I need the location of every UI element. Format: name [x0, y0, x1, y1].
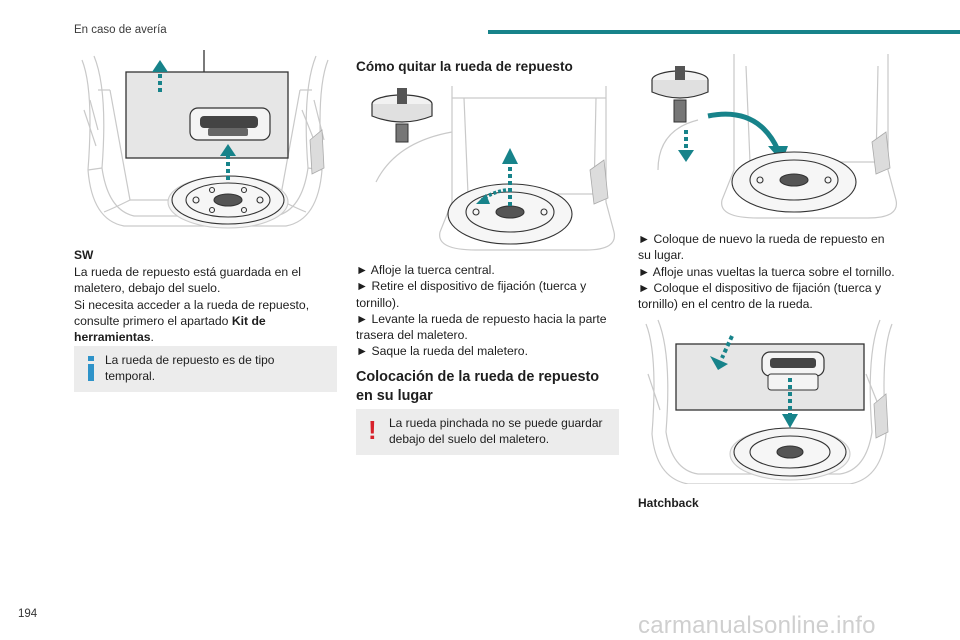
warning-exclamation-icon: !: [368, 415, 377, 445]
down-arrow-icon: [678, 130, 694, 162]
warning-note: ! La rueda pinchada no se puede guardar …: [356, 409, 619, 455]
remove-step-4: ► Saque la rueda del maletero.: [356, 344, 528, 359]
place-steps: ► Coloque de nuevo la rueda de repuesto …: [638, 231, 900, 312]
left-paragraph-2: Si necesita acceder a la rueda de repues…: [74, 297, 310, 345]
hatchback-trunk-illustration: [645, 319, 893, 484]
remove-step-1: ► Afloje la tuerca central.: [356, 263, 495, 277]
place-spare-wheel-illustration: [651, 54, 898, 219]
remove-spare-wheel-illustration: [371, 86, 616, 251]
sw-trunk-illustration: [81, 50, 329, 229]
info-note-text: La rueda de repuesto es de tipo temporal…: [105, 353, 275, 383]
up-arrow-icon: [220, 144, 236, 180]
down-arrow-icon: [782, 378, 798, 428]
header-accent-bar: [488, 30, 960, 34]
info-note: La rueda de repuesto es de tipo temporal…: [74, 346, 337, 392]
up-arrow-icon: [502, 148, 518, 206]
heading-place-spare-wheel: Colocación de la rueda de repuesto en su…: [356, 369, 600, 404]
remove-steps: ► Afloje la tuerca central. ► Retire el …: [356, 262, 618, 360]
diagonal-arrow-icon: [710, 335, 734, 370]
left-paragraph-1: La rueda de repuesto está guardada en el…: [74, 265, 301, 296]
page-number: 194: [18, 608, 38, 620]
place-step-2: ► Afloje unas vueltas la tuerca sobre el…: [638, 264, 895, 279]
up-arrow-icon: [152, 60, 168, 92]
heading-remove-spare-wheel: Cómo quitar la rueda de repuesto: [356, 59, 573, 74]
rotate-arrow-icon: [476, 188, 507, 204]
warning-note-text: La rueda pinchada no se puede guardar de…: [389, 416, 603, 446]
fixing-device-icon: [651, 66, 709, 123]
remove-step-2: ► Retire el dispositivo de fijación (tue…: [356, 279, 587, 310]
left-body-text: La rueda de repuesto está guardada en el…: [74, 264, 336, 345]
figure-caption-sw: SW: [74, 248, 94, 262]
watermark: carmanualsonline.info: [638, 612, 876, 639]
place-step-1: ► Coloque de nuevo la rueda de repuesto …: [638, 232, 885, 263]
tool-kit-reference: Kit de herramientas: [74, 313, 266, 345]
fixing-device-icon: [371, 88, 433, 143]
place-step-3: ► Coloque el dispositivo de fijación (tu…: [638, 280, 882, 312]
remove-step-3: ► Levante la rueda de repuesto hacia la …: [356, 311, 607, 343]
figure-caption-hatchback: Hatchback: [638, 496, 699, 510]
section-title: En caso de avería: [74, 24, 167, 36]
